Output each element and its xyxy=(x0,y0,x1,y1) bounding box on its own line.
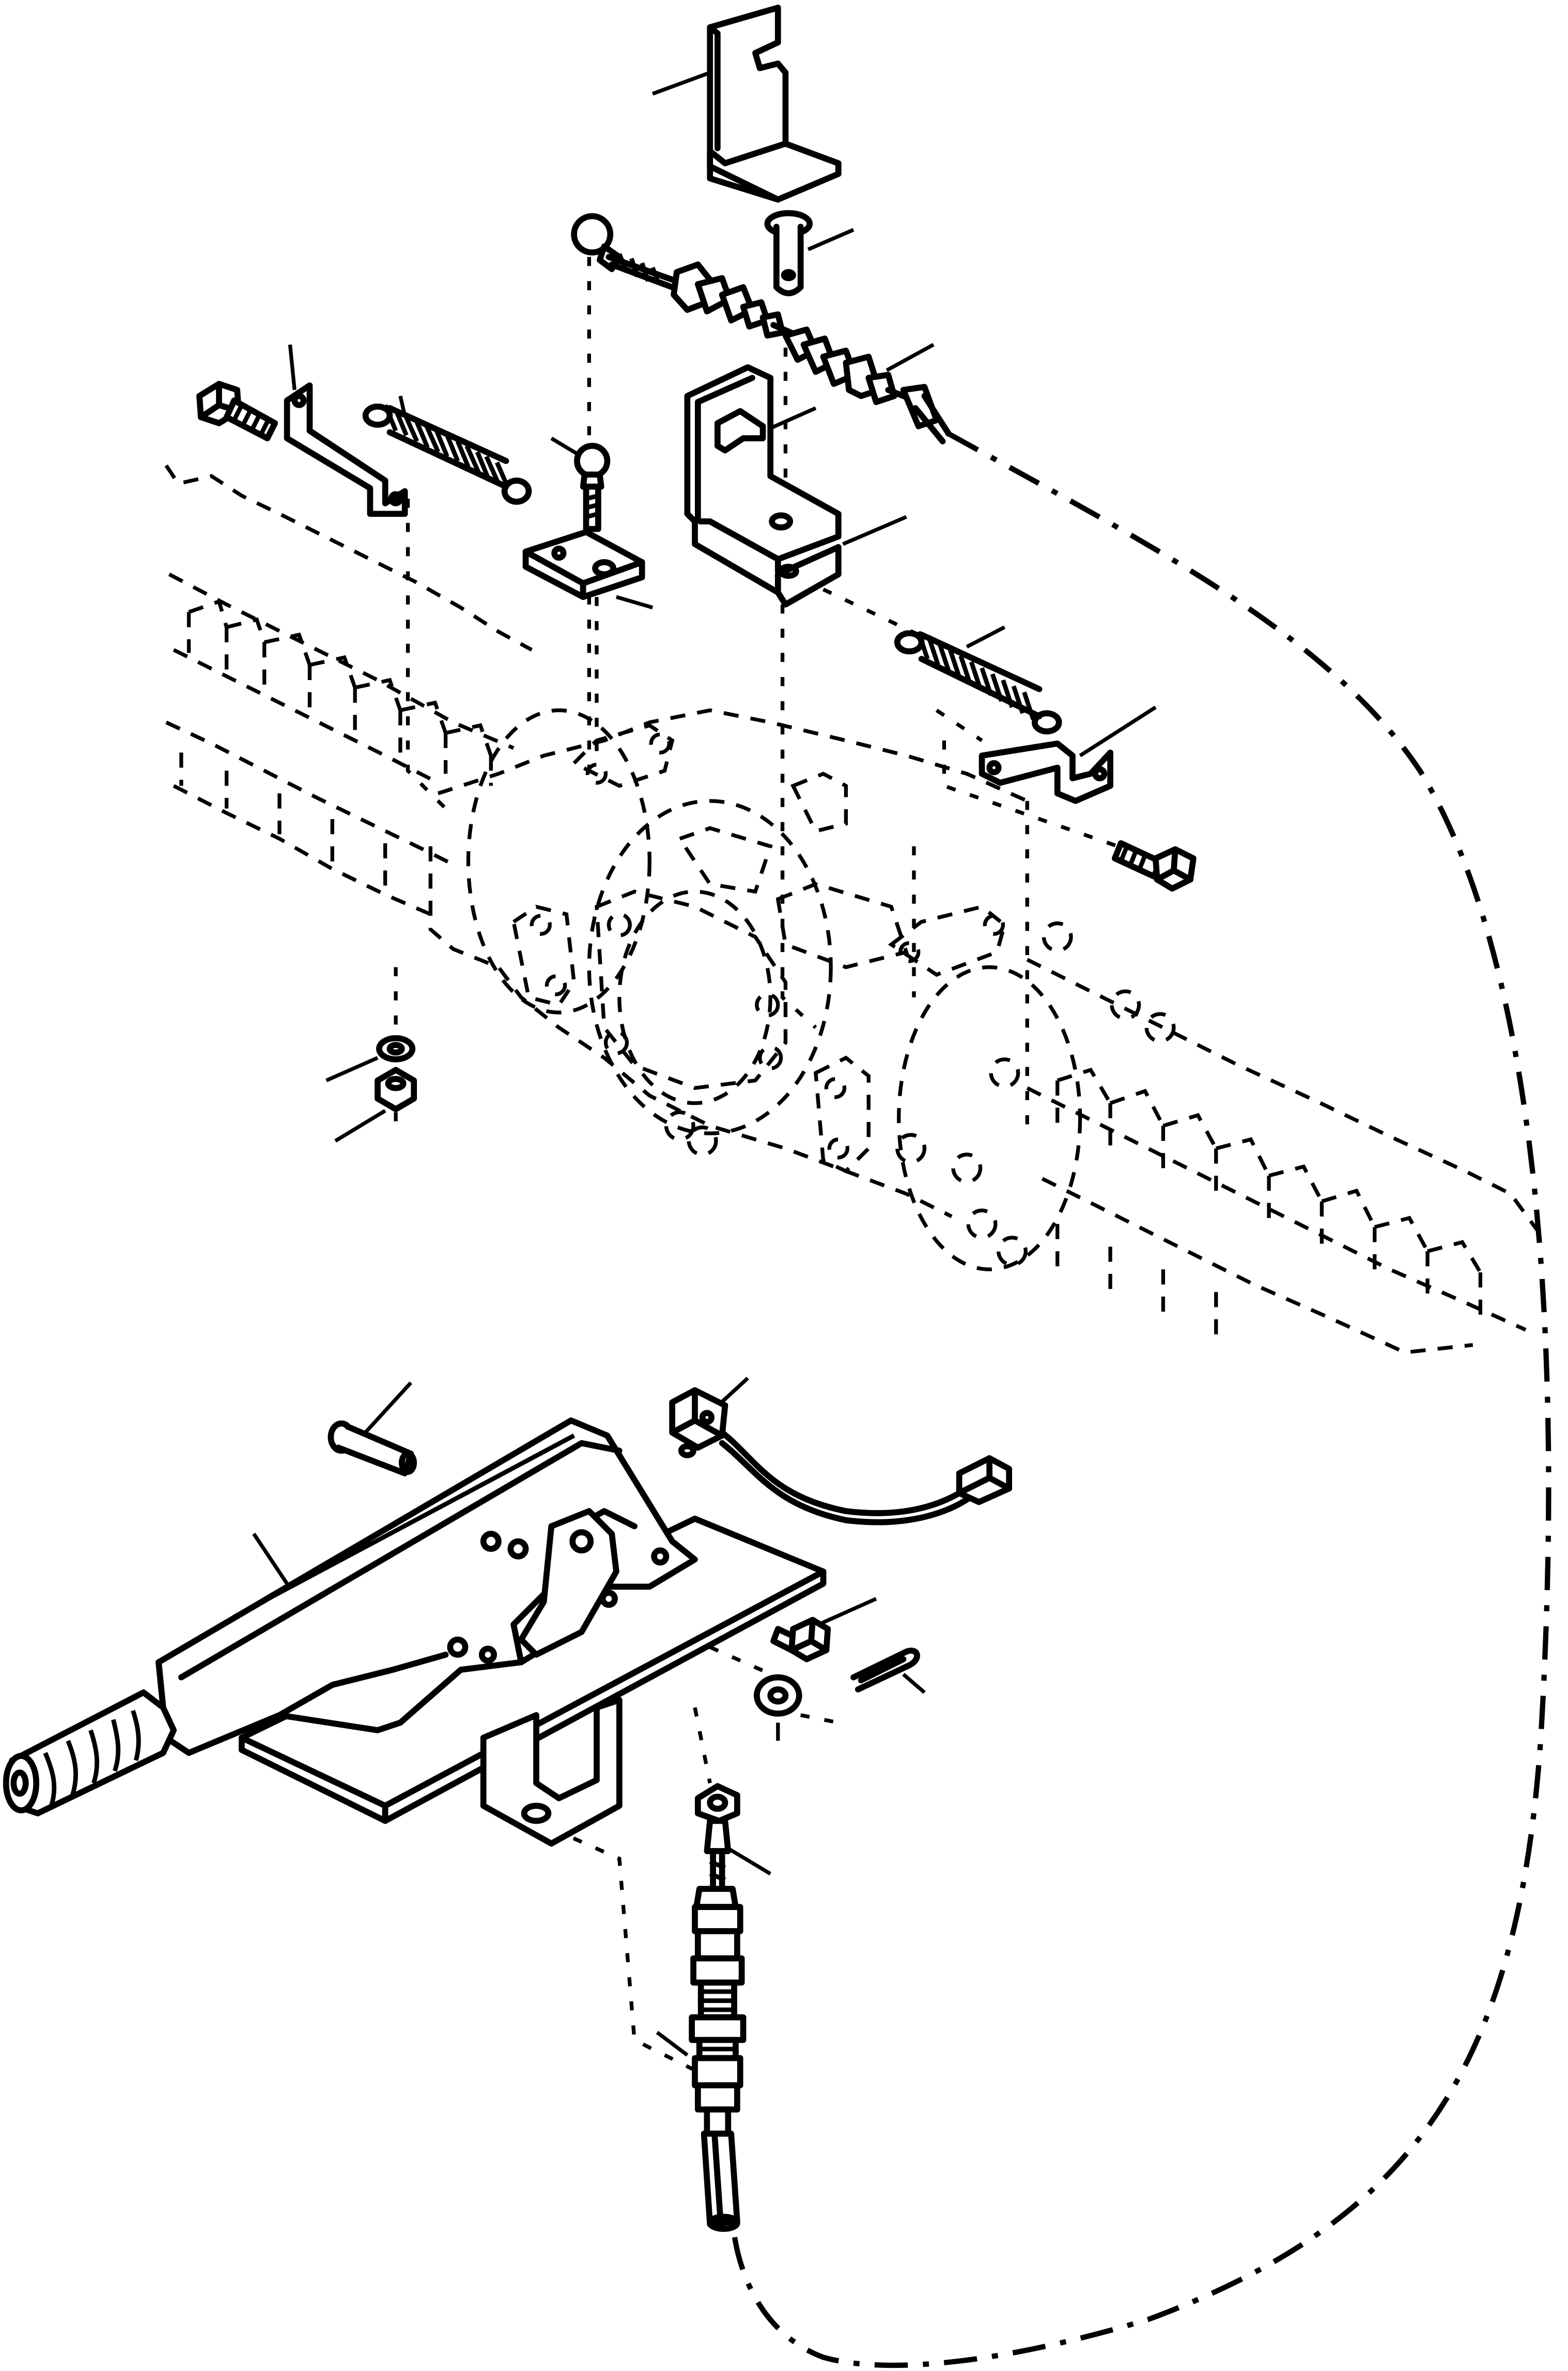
spring-left xyxy=(362,403,532,505)
ball-stud xyxy=(574,442,611,532)
nut xyxy=(375,1067,417,1113)
clevis-pin xyxy=(764,210,813,297)
mount-plate xyxy=(522,529,645,600)
spring-right xyxy=(894,630,1062,735)
lever-bolt xyxy=(770,1616,831,1662)
flat-washer xyxy=(754,1674,802,1717)
upper-cable-assembly xyxy=(571,213,952,444)
z-bracket-left xyxy=(284,382,408,517)
main-l-bracket xyxy=(684,364,842,608)
washer xyxy=(376,1035,416,1063)
split-pin xyxy=(850,1648,920,1692)
hub-bolts-ghost xyxy=(664,921,1176,1267)
cable-route-line xyxy=(729,431,1551,2368)
track-upper-ghost xyxy=(164,464,533,786)
switch xyxy=(669,1387,1013,1526)
handbrake-lever xyxy=(3,1417,827,1847)
lower-cable-assembly xyxy=(689,1783,747,2232)
bolt-right xyxy=(1111,840,1197,892)
axle-housing-ghost xyxy=(164,464,1546,1354)
track-lower-left-ghost xyxy=(165,720,454,916)
bolt-left xyxy=(196,381,278,441)
track-right-ghost xyxy=(1026,958,1546,1354)
lever-pivot-pin xyxy=(328,1420,417,1476)
top-bracket xyxy=(707,4,842,203)
z-bracket-right xyxy=(979,740,1113,804)
